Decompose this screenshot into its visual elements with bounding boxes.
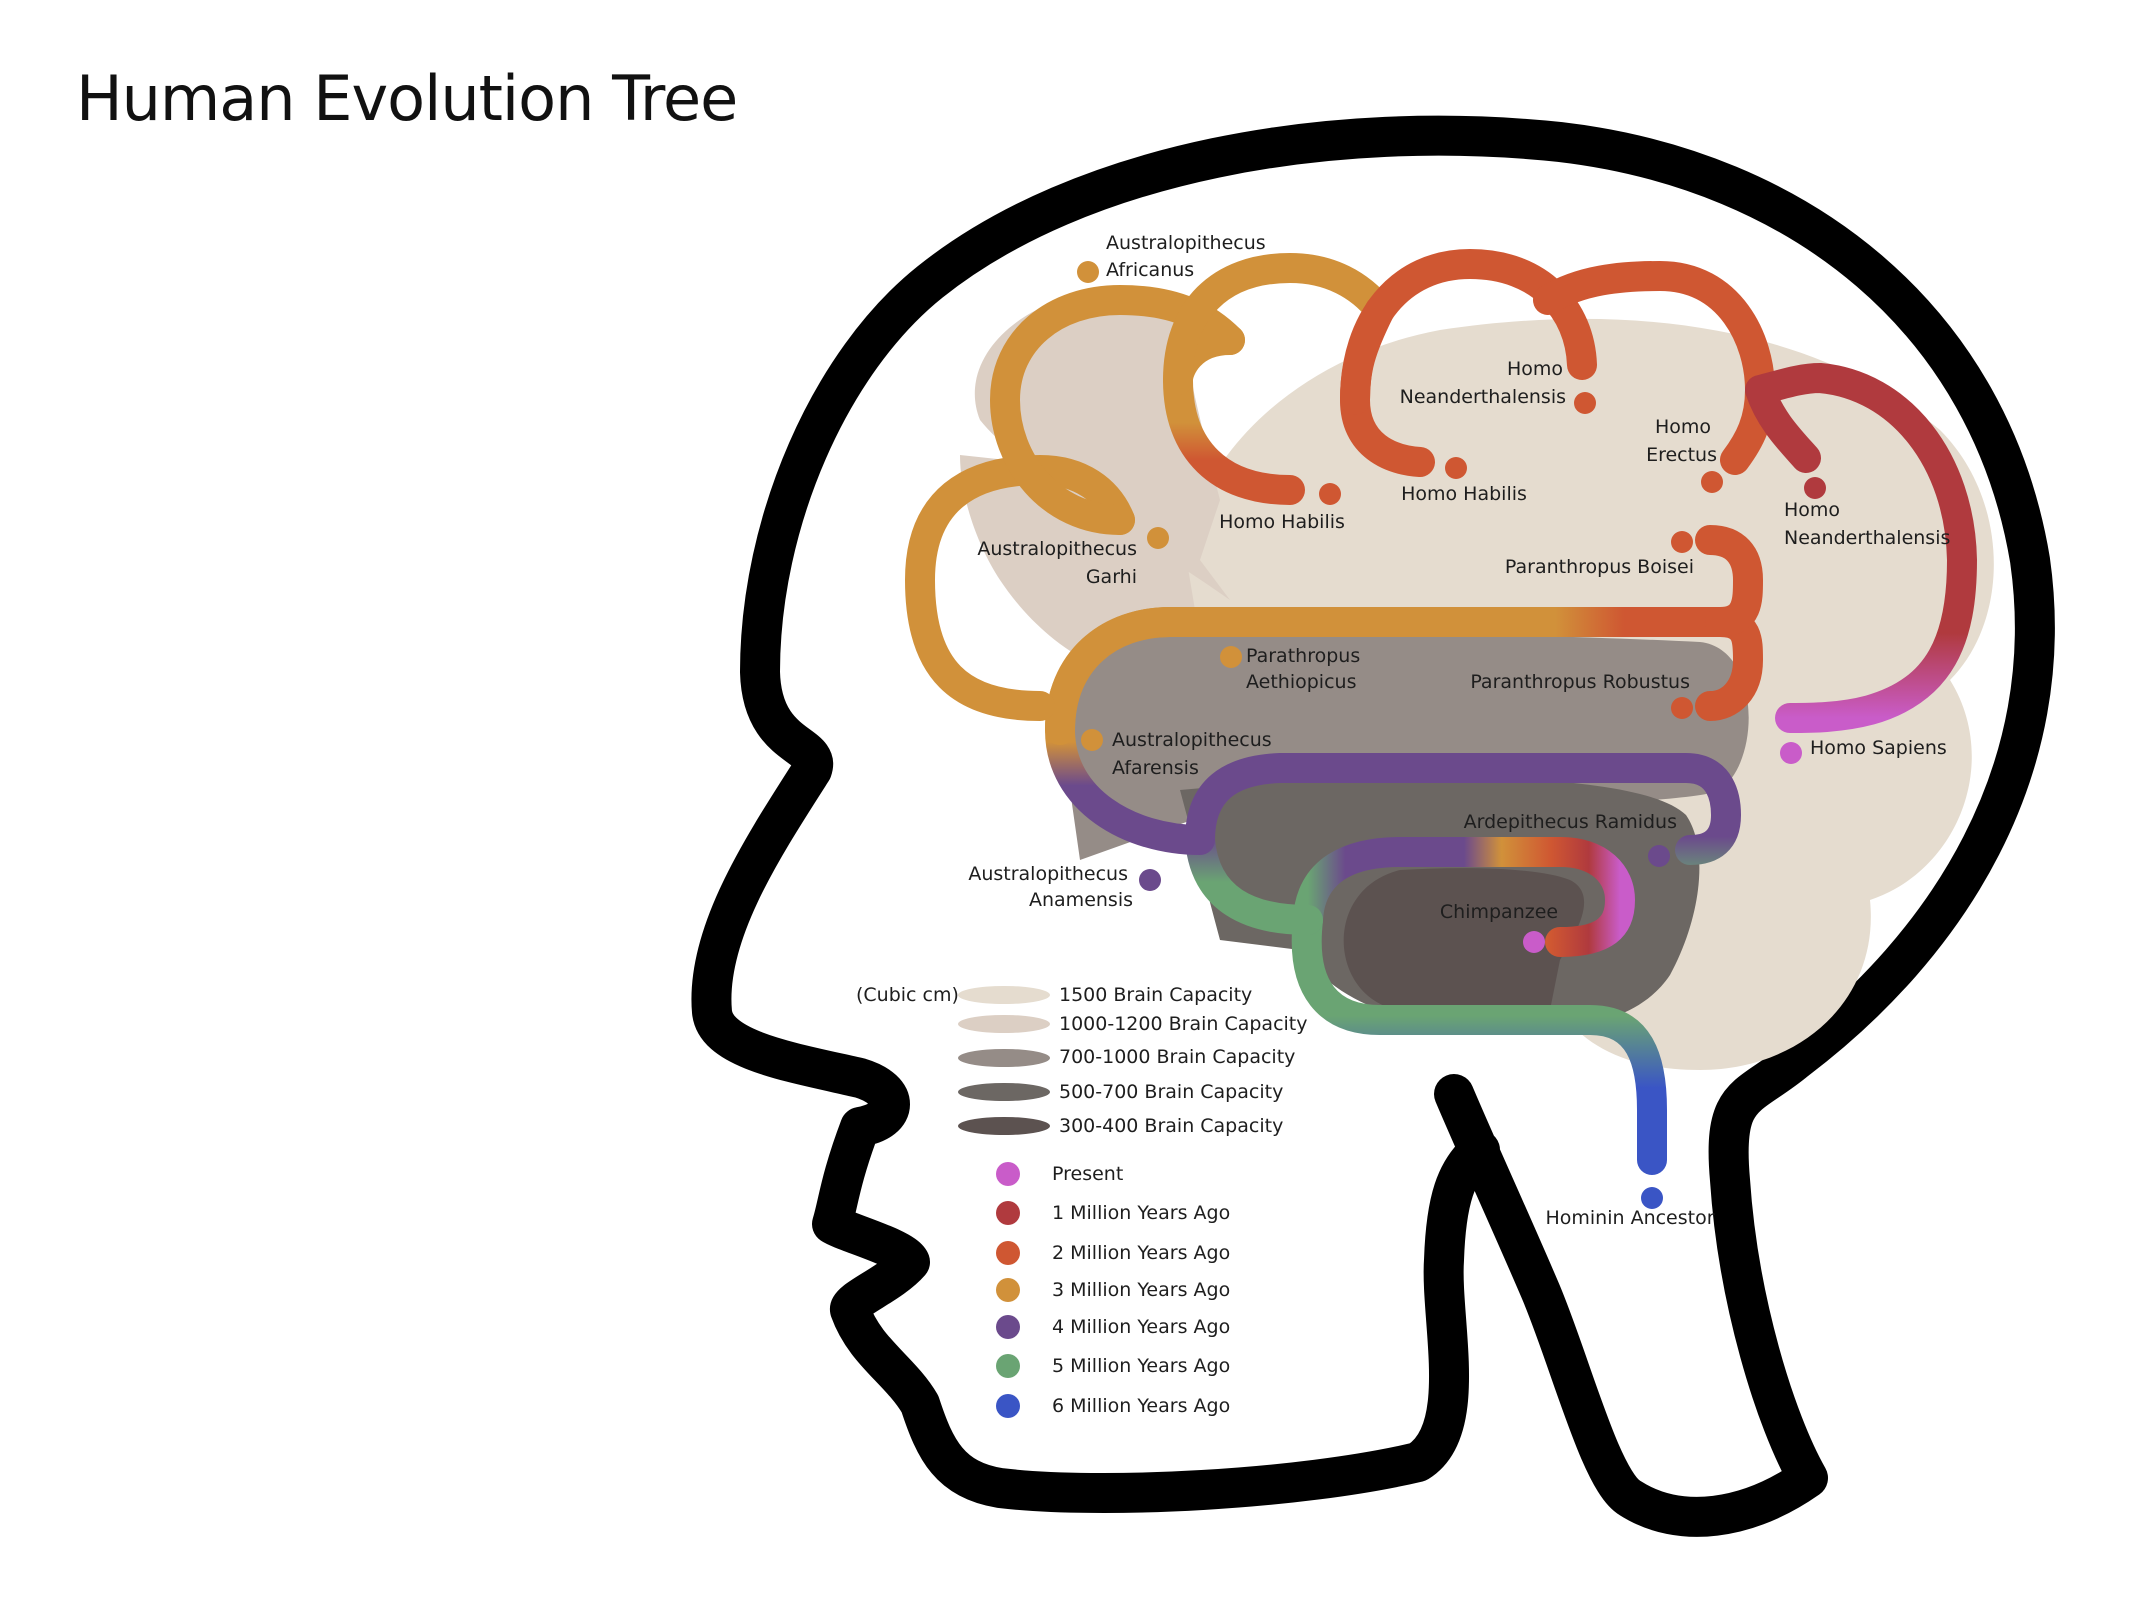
capacity-300-region bbox=[1343, 868, 1585, 1010]
label-homo-habilis-2: Homo Habilis bbox=[1401, 483, 1527, 505]
capacity-swatch-1000 bbox=[958, 1015, 1050, 1033]
time-swatch-2m bbox=[996, 1241, 1020, 1265]
capacity-swatch-700 bbox=[958, 1049, 1050, 1067]
label-ardepithecus-ramidus: Ardepithecus Ramidus bbox=[1464, 811, 1677, 833]
label-parathropus-aethiopicus-2: Aethiopicus bbox=[1246, 671, 1356, 693]
label-chimpanzee: Chimpanzee bbox=[1440, 901, 1558, 923]
capacity-label-1500: 1500 Brain Capacity bbox=[1059, 984, 1252, 1006]
dot-australopithecus-africanus bbox=[1077, 261, 1099, 283]
label-homo-neanderthalensis-2b: Neanderthalensis bbox=[1784, 527, 1950, 549]
capacity-label-300: 300-400 Brain Capacity bbox=[1059, 1115, 1283, 1137]
dot-australopithecus-garhi bbox=[1147, 527, 1169, 549]
dot-parathropus-aethiopicus bbox=[1220, 646, 1242, 668]
time-label-3m: 3 Million Years Ago bbox=[1052, 1279, 1230, 1301]
dot-homo-neanderthalensis-2 bbox=[1804, 477, 1826, 499]
label-homo-neanderthalensis-2a: Homo bbox=[1784, 499, 1840, 521]
dot-ardepithecus-ramidus bbox=[1648, 845, 1670, 867]
label-australopithecus-africanus-2: Africanus bbox=[1106, 259, 1194, 281]
label-homo-sapiens: Homo Sapiens bbox=[1810, 737, 1947, 759]
branch-neander-2 bbox=[1745, 363, 1977, 733]
dot-homo-sapiens bbox=[1780, 742, 1802, 764]
time-swatch-3m bbox=[996, 1278, 1020, 1302]
dot-chimpanzee bbox=[1523, 931, 1545, 953]
branch-neander-1 bbox=[1340, 249, 1597, 415]
label-homo-habilis-1: Homo Habilis bbox=[1219, 511, 1345, 533]
label-australopithecus-anamensis-2: Anamensis bbox=[1029, 889, 1133, 911]
label-homo-neanderthalensis-1b: Neanderthalensis bbox=[1400, 386, 1566, 408]
capacity-legend: (Cubic cm) 1500 Brain Capacity 1000-1200… bbox=[856, 984, 1307, 1137]
capacity-swatch-1500 bbox=[958, 986, 1050, 1004]
label-parathropus-aethiopicus-1: Parathropus bbox=[1246, 645, 1360, 667]
time-swatch-4m bbox=[996, 1315, 1020, 1339]
time-label-1m: 1 Million Years Ago bbox=[1052, 1202, 1230, 1224]
label-homo-erectus-2: Erectus bbox=[1646, 444, 1717, 466]
dot-homo-erectus bbox=[1701, 471, 1723, 493]
capacity-swatch-300 bbox=[958, 1117, 1050, 1135]
time-label-2m: 2 Million Years Ago bbox=[1052, 1242, 1230, 1264]
branch-homo-habilis-1-top bbox=[1163, 253, 1395, 395]
label-homo-erectus-1: Homo bbox=[1655, 416, 1711, 438]
label-australopithecus-garhi-2: Garhi bbox=[1086, 566, 1137, 588]
dot-homo-habilis-2 bbox=[1445, 457, 1467, 479]
time-label-5m: 5 Million Years Ago bbox=[1052, 1355, 1230, 1377]
time-legend: Present 1 Million Years Ago 2 Million Ye… bbox=[996, 1162, 1230, 1418]
label-australopithecus-afarensis-2: Afarensis bbox=[1112, 757, 1199, 779]
label-paranthropus-boisei: Paranthropus Boisei bbox=[1505, 556, 1694, 578]
time-swatch-5m bbox=[996, 1354, 1020, 1378]
dot-australopithecus-afarensis bbox=[1081, 729, 1103, 751]
dot-hominin-ancestor bbox=[1641, 1187, 1663, 1209]
capacity-label-1000: 1000-1200 Brain Capacity bbox=[1059, 1013, 1307, 1035]
label-australopithecus-garhi-1: Australopithecus bbox=[977, 538, 1137, 560]
label-australopithecus-africanus-1: Australopithecus bbox=[1106, 232, 1266, 254]
label-paranthropus-robustus: Paranthropus Robustus bbox=[1470, 671, 1690, 693]
capacity-label-700: 700-1000 Brain Capacity bbox=[1059, 1046, 1295, 1068]
dot-paranthropus-boisei bbox=[1671, 531, 1693, 553]
branch-anamensis bbox=[1185, 753, 1741, 935]
capacity-label-500: 500-700 Brain Capacity bbox=[1059, 1081, 1283, 1103]
branch-hominin-ancestor bbox=[1291, 905, 1667, 1175]
branch-garhi bbox=[905, 455, 1135, 721]
lineage-branches bbox=[905, 249, 1977, 1175]
capacity-swatch-500 bbox=[958, 1083, 1050, 1101]
dot-homo-habilis-1 bbox=[1319, 483, 1341, 505]
time-swatch-6m bbox=[996, 1394, 1020, 1418]
time-label-6m: 6 Million Years Ago bbox=[1052, 1395, 1230, 1417]
branch-chimpanzee bbox=[1293, 837, 1635, 957]
time-swatch-1m bbox=[996, 1201, 1020, 1225]
label-australopithecus-afarensis-1: Australopithecus bbox=[1112, 729, 1272, 751]
species-dots bbox=[1077, 261, 1826, 1209]
page-title: Human Evolution Tree bbox=[76, 62, 738, 135]
branch-erectus bbox=[1533, 261, 1775, 475]
brain-capacity-regions bbox=[960, 296, 1994, 1070]
label-homo-neanderthalensis-1a: Homo bbox=[1507, 358, 1563, 380]
time-label-4m: 4 Million Years Ago bbox=[1052, 1316, 1230, 1338]
label-australopithecus-anamensis-1: Australopithecus bbox=[968, 863, 1128, 885]
time-swatch-present bbox=[996, 1162, 1020, 1186]
branch-paranthropus-boisei bbox=[1695, 525, 1763, 637]
species-labels: Australopithecus Africanus Australopithe… bbox=[968, 232, 1950, 1229]
time-label-present: Present bbox=[1052, 1163, 1123, 1185]
dot-homo-neanderthalensis-1 bbox=[1574, 392, 1596, 414]
dot-paranthropus-robustus bbox=[1671, 697, 1693, 719]
dot-australopithecus-anamensis bbox=[1139, 869, 1161, 891]
label-hominin-ancestor: Hominin Ancestor bbox=[1545, 1207, 1714, 1229]
capacity-legend-unit: (Cubic cm) bbox=[856, 984, 959, 1006]
